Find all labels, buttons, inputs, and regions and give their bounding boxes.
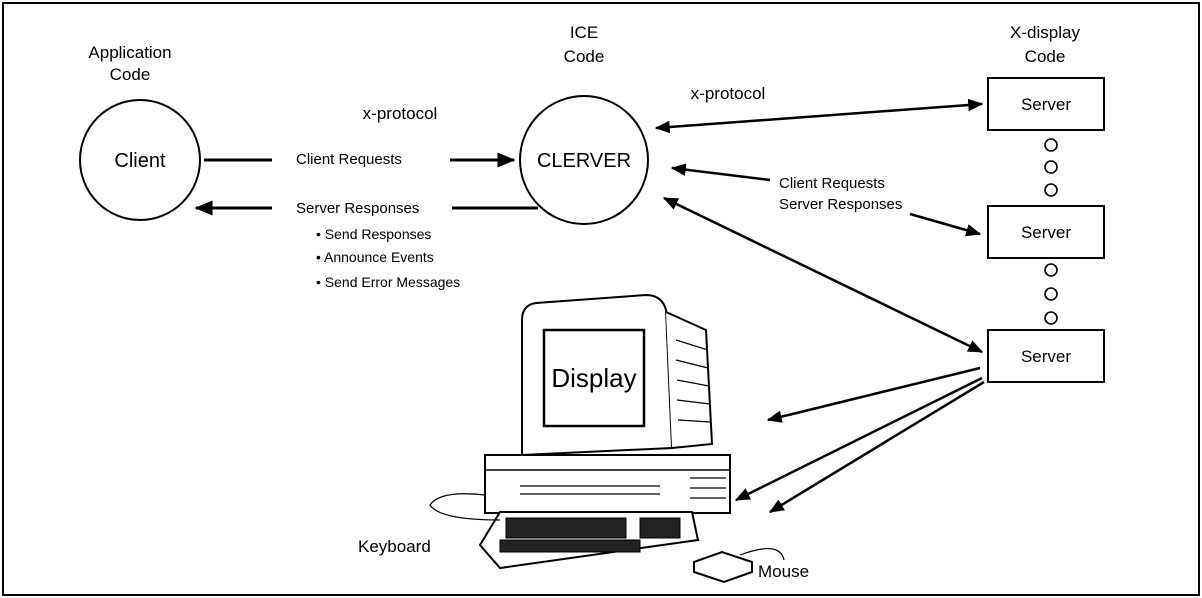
client-node: Client — [79, 99, 201, 221]
mid-client-requests-label: Client Requests — [779, 175, 885, 192]
server-top-label: Server — [1021, 95, 1071, 114]
server-bottom-label: Server — [1021, 347, 1071, 366]
server-to-keyboard-arrow — [734, 376, 983, 502]
server-to-display-arrow — [766, 366, 981, 423]
mid-flow-arrow-to-clerver — [670, 163, 771, 182]
response-item-send-error-messages: • Send Error Messages — [316, 274, 460, 290]
mouse-label: Mouse — [758, 562, 809, 581]
server-responses-label: Server Responses — [296, 200, 419, 217]
server-mid-node: Server — [987, 205, 1105, 259]
server-to-mouse-arrow — [768, 380, 985, 514]
server-bottom-node: Server — [987, 329, 1105, 383]
application-code-header-line2: Code — [110, 65, 151, 84]
mouse-cable — [739, 548, 785, 561]
keyboard-cable — [429, 493, 501, 521]
keyboard-label: Keyboard — [358, 537, 431, 556]
x-protocol-left-label: x-protocol — [363, 104, 438, 123]
ice-code-header-line1: ICE — [570, 23, 598, 42]
server-mid-label: Server — [1021, 223, 1071, 242]
monitor-screen — [542, 328, 646, 428]
continuation-dots-upper — [1044, 138, 1058, 197]
x-protocol-right-label: x-protocol — [691, 84, 766, 103]
ice-code-header-line2: Code — [564, 47, 605, 66]
computer-illustration — [429, 293, 785, 584]
server-top-node: Server — [987, 77, 1105, 131]
clerver-node-label: CLERVER — [537, 150, 631, 172]
clerver-server-top-arrow — [654, 98, 984, 134]
xdisplay-code-header-line2: Code — [1025, 47, 1066, 66]
response-item-send-responses: • Send Responses — [316, 226, 431, 242]
keyboard-keys — [499, 517, 681, 553]
system-unit — [484, 454, 731, 514]
clerver-server-bottom-arrow — [662, 196, 984, 354]
mid-server-responses-label: Server Responses — [779, 196, 902, 213]
response-item-announce-events: • Announce Events — [316, 249, 434, 265]
mid-flow-arrow-to-server — [909, 212, 982, 237]
continuation-dots-lower — [1044, 263, 1058, 325]
clerver-node: CLERVER — [519, 95, 649, 225]
xdisplay-code-header-line1: X-display — [1010, 23, 1080, 42]
display-label: Display — [551, 363, 636, 393]
application-code-header-line1: Application — [88, 43, 171, 62]
client-node-label: Client — [114, 150, 166, 172]
client-requests-label: Client Requests — [296, 151, 402, 168]
monitor-side — [665, 311, 714, 449]
mouse-body — [693, 550, 753, 584]
